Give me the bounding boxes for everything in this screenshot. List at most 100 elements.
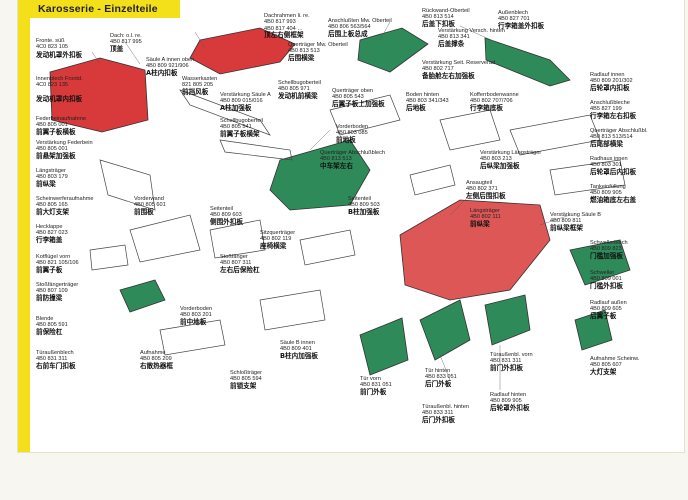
part-label-de: Tür vorn 4B0 831 051: [360, 376, 392, 389]
part-label-cn: 门槛加强板: [590, 252, 623, 260]
rear-fender-part: [569, 239, 631, 286]
part-label-de: Querträger Abschlußblech 4B0 813 513: [320, 150, 385, 163]
part-label-cn: 后盖撑条: [438, 40, 465, 48]
part-label-cn: 发动机罩内扣板: [36, 95, 83, 103]
front-fender-part: [359, 317, 409, 376]
part-label-de: Aufnahme Scheinw. 4B0 805 607: [590, 356, 640, 369]
part-label-de: Säule A innen oben 4B0 809 921/906: [146, 57, 195, 70]
part-label-cn: 后轮罩外扣板: [490, 404, 530, 412]
part-label-cn: 前翼子板: [36, 266, 63, 274]
part-label-de: Verstärkung Säule B 4B0 809 811: [550, 212, 601, 225]
part-label-cn: 备胎舱左右加强板: [422, 72, 475, 80]
part-label-de: Radlauf innen 4B0 809 201/302: [590, 72, 633, 85]
part-label-de: Vorderboden 4B0 803 085: [336, 124, 369, 137]
part-label-de: Wasserkasten 821 805 205: [182, 76, 218, 89]
part-label-de: Blende 4B0 805 591: [36, 316, 68, 329]
part-label-de: Ansaugteil 4B0 802 371: [466, 180, 498, 193]
part-label-cn: 前防撞梁: [36, 294, 63, 302]
part-label-cn: 后门外板: [425, 380, 452, 388]
part-label-cn: 大灯支架: [590, 368, 617, 376]
part-label-cn: 前纵梁框架: [550, 224, 583, 232]
part-label-de: Schellbugoberteil 4B0 805 541: [220, 118, 263, 131]
exploded-body-diagram: [49, 21, 631, 390]
part-label-de: Verstärkung Seit. Reserverad 4B0 802 717: [422, 60, 496, 73]
part-label-de: Kofferrbodenwanne 4B0 802 707/706: [470, 92, 519, 105]
part-label-cn: 后轮罩后内扣板: [590, 168, 637, 176]
part-label-cn: 燃油箱底左右盖: [590, 196, 637, 204]
rear-panel-part: [484, 37, 571, 87]
structural-members: [89, 89, 626, 356]
part-label-de: Dachrahmen li. re. 4B0 817 993 4B0 817 4…: [264, 13, 310, 32]
part-label-cn: 前中地板: [180, 318, 207, 326]
part-label-de: Radlauf außen 4B0 809 605: [590, 300, 627, 313]
door-skin-part: [574, 309, 613, 351]
part-label-de: Stoßfängerträger 4B0 807 109: [36, 282, 79, 295]
part-label-de: Dach: o.l. re. 4B0 817 995: [110, 33, 142, 46]
part-label-de: Längsträger 4B0 802 111: [470, 208, 501, 221]
part-label-de: Verstärkung Säule A 4B0 809 015/016: [220, 92, 271, 105]
part-label-cn: 右散热器框: [140, 362, 173, 370]
part-label-cn: 左侧后围扣板: [466, 192, 506, 200]
part-label-de: Querträger Mw. Oberteil 4B0 813 513: [288, 42, 348, 55]
part-label-de: Boden hinten 4B0 803 341/343: [406, 92, 449, 105]
part-label-de: Schloßträger 4B0 805 594: [230, 370, 263, 383]
part-label-cn: 座椅横梁: [260, 242, 287, 250]
part-label-de: Türaußenblech 4B0 831 311: [36, 350, 74, 363]
part-label-de: Fronte. süß 4C0 823 105: [36, 38, 69, 51]
part-label-cn: 后纵梁加强板: [480, 162, 520, 170]
part-label-de: Schellbugoberteil 4B0 805 971: [278, 80, 321, 93]
wheel-arch-part: [119, 279, 166, 313]
part-label-cn: 前挡风板: [182, 88, 209, 96]
part-label-cn: 后地板: [406, 104, 426, 112]
part-label-de: Außenblech 4B0 827 701: [498, 10, 530, 23]
part-label-cn: 前地板: [336, 136, 356, 144]
part-label-cn: 后翼子板上加强板: [332, 100, 385, 108]
part-label-cn: 前锁支架: [230, 382, 257, 390]
part-label-cn: 后围上板总成: [328, 30, 368, 38]
part-label-cn: 侧围外扣板: [210, 218, 243, 226]
part-label-de: Schweller 4B0 809 001: [590, 270, 622, 283]
floor-part: [269, 139, 371, 211]
part-label-de: Verstärkung Versch. hinten 4B0 813 341: [438, 28, 505, 41]
part-label-cn: 左右后保险杠: [220, 266, 260, 274]
title-bar: [30, 0, 180, 18]
part-label-cn: 后围横梁: [288, 54, 315, 62]
part-label-cn: 后轮罩内扣板: [590, 84, 630, 92]
part-label-de: Seitenteil 4B0 809 503: [348, 196, 380, 209]
part-label-de: Anschlußten Mw. Oberteil 4B0 806 563/564: [328, 18, 392, 31]
part-label-cn: 前翼子板横板: [36, 128, 76, 136]
part-label-de: Aufnahme 4B0 805 209: [140, 350, 172, 363]
part-label-de: Sitzquerträger 4B0 802 119: [260, 230, 296, 243]
part-label-de: Radhaus innen 4B0 803 301: [590, 156, 628, 169]
part-label-cn: 顶盖: [110, 45, 124, 53]
side-panel-part: [399, 199, 551, 301]
hood-part: [49, 57, 149, 133]
part-label-de: Anschlußbleche 4B5 827 199: [590, 100, 630, 113]
part-label-de: Schwellerblech 4B0 809 823: [590, 240, 628, 253]
part-label-cn: 行李箱底板: [470, 104, 503, 112]
front-door-part: [419, 299, 471, 361]
part-label-de: Seitenteil 4B0 809 603: [210, 206, 242, 219]
part-label-de: Stoßfänger 4B0 807 311: [220, 254, 252, 267]
part-label-de: Rückwand-Oberteil 4B0 813 514: [422, 8, 470, 21]
part-label-de: Innenblech Frontd. 4C0 823 135: [36, 76, 83, 89]
part-label-cn: 右前车门扣板: [36, 362, 76, 370]
part-label-de: Federbeinaufnahme 4B0 805 001: [36, 116, 87, 129]
part-label-cn: 前纵梁: [36, 180, 56, 188]
roof-part: [189, 27, 296, 75]
part-label-cn: 发动机罩外扣板: [36, 51, 83, 59]
part-label-cn: 前门外扣板: [490, 364, 523, 372]
part-label-de: Vorderwand 4B0 805 601: [134, 196, 166, 209]
part-label-cn: A柱加强板: [220, 104, 252, 112]
part-label-de: Türaußenbl. hinten 4B0 833 311: [422, 404, 469, 417]
part-label-de: Türaußenbl. vorn 4B0 831 311: [490, 352, 533, 365]
part-label-de: Radlauf hinten 4B0 809 905: [490, 392, 527, 405]
part-label-cn: 顶左右侧框架: [264, 31, 304, 39]
part-label-de: Querträger oben 4B0 805 543: [332, 88, 374, 101]
leader-lines: [91, 21, 571, 390]
part-label-cn: 前悬架加强板: [36, 152, 76, 160]
part-label-cn: 前门外板: [360, 388, 387, 396]
part-label-de: Vorderboden 4B0 803 201: [180, 306, 213, 319]
part-label-de: Längsträger 4B0 803 179: [36, 168, 68, 181]
part-label-cn: 行李箱左右扣板: [590, 112, 637, 120]
